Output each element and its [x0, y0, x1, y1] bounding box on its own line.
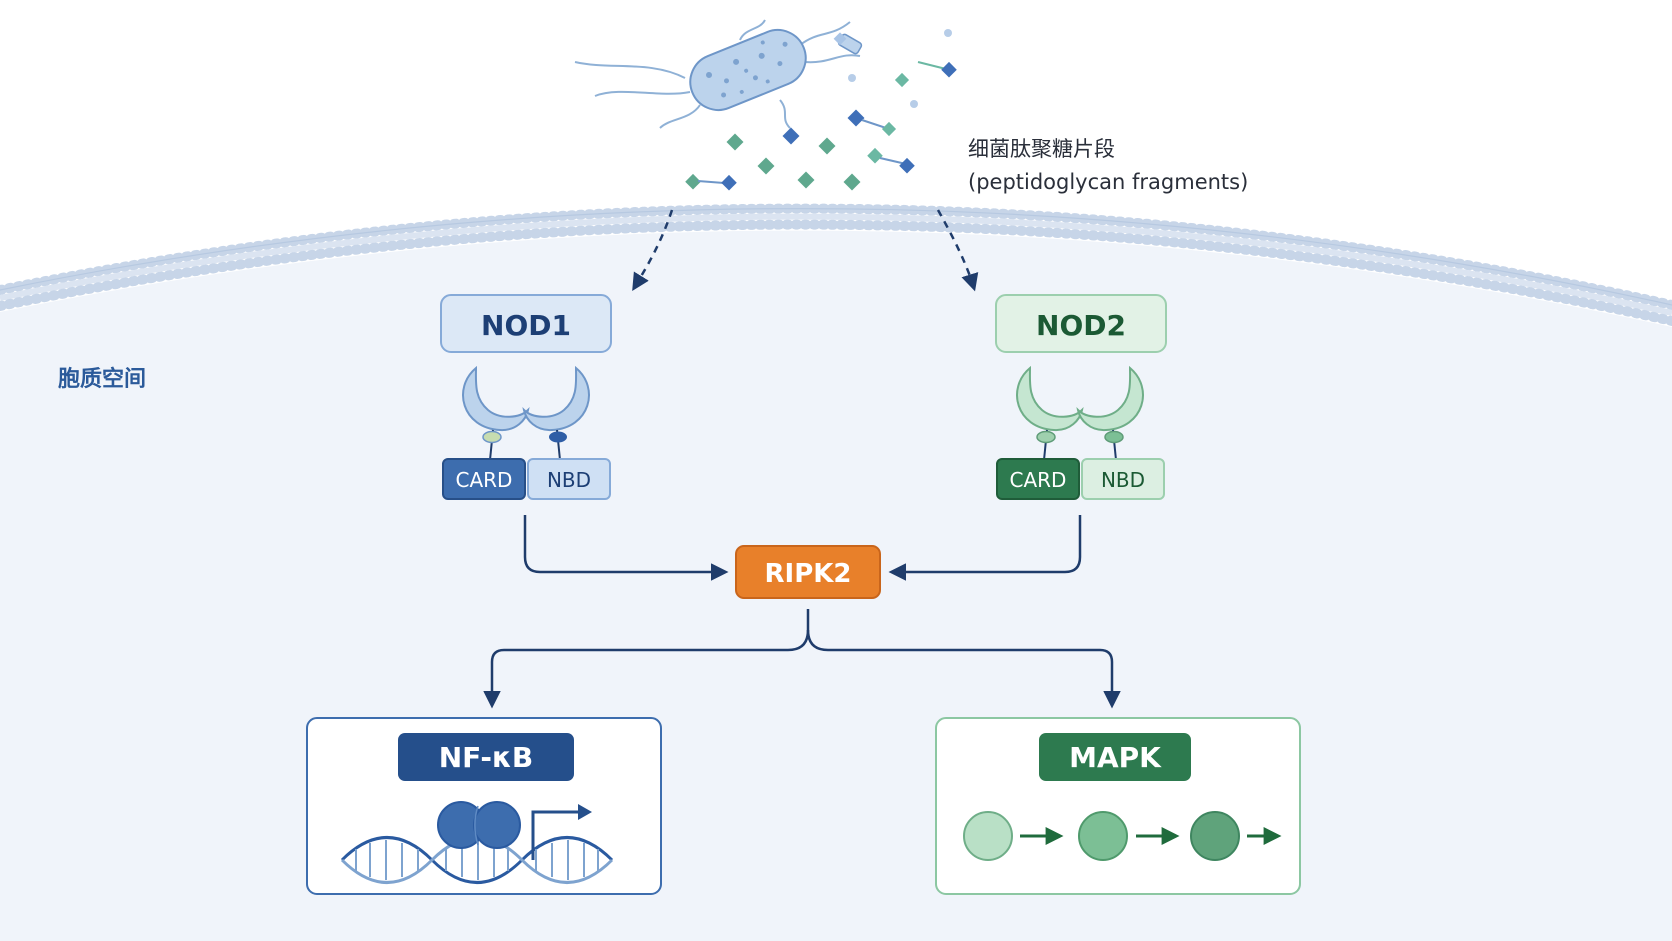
- nod2-to-ripk2-arrow: [888, 515, 1082, 581]
- bacterium-icon: [574, 19, 861, 129]
- nfkb-title: NF-κB: [439, 741, 534, 774]
- nod2-nbd-box: [1081, 458, 1165, 500]
- ripk2-branch-arrows: [483, 609, 810, 709]
- mapk-panel: MAPK: [935, 717, 1301, 895]
- nfkb-dimer-icon: [437, 801, 521, 849]
- nod2-nbd-label: NBD: [1101, 468, 1145, 492]
- nod1-lrr-domain-icon: [462, 365, 590, 461]
- transcription-arrow-icon: [531, 810, 580, 860]
- kinase-circle-icon: [963, 811, 1013, 861]
- fragments-label-en: (peptidoglycan fragments): [968, 170, 1248, 194]
- kinase-circle-icon: [1190, 811, 1240, 861]
- nod1-nbd-box: [527, 458, 611, 500]
- nfkb-title-box: [398, 733, 574, 781]
- nfkb-panel: NF-κB: [306, 717, 662, 895]
- entry-arrow-nod2: [936, 209, 979, 292]
- nod1-card-label: CARD: [456, 468, 513, 492]
- entry-arrow-nod1: [632, 209, 674, 291]
- nod2-title-box: [995, 294, 1167, 353]
- nod2-card-label: CARD: [1010, 468, 1067, 492]
- ripk2-box: [735, 545, 881, 599]
- kinase-circle-icon: [1078, 811, 1128, 861]
- nod1-title: NOD1: [481, 309, 571, 342]
- cell-membrane: [0, 203, 1672, 326]
- nod2-card-box: [996, 458, 1080, 500]
- mapk-title: MAPK: [1069, 741, 1162, 774]
- ripk2-label: RIPK2: [765, 559, 852, 589]
- fragments-label-zh: 细菌肽聚糖片段: [968, 137, 1115, 161]
- nod1-card-box: [442, 458, 526, 500]
- nod1-to-ripk2-arrow: [523, 515, 729, 581]
- nod1-receptor: NOD1 CARD NBD: [440, 294, 612, 500]
- nod1-nbd-label: NBD: [547, 468, 591, 492]
- nod2-receptor: NOD2 CARD NBD: [995, 294, 1167, 500]
- mapk-title-box: [1039, 733, 1191, 781]
- nod2-title: NOD2: [1036, 309, 1126, 342]
- nod2-lrr-domain-icon: [1016, 365, 1144, 461]
- ripk2-to-mapk-arrow: [806, 629, 1121, 709]
- cytoplasm-label: 胞质空间: [58, 366, 146, 392]
- nod1-title-box: [440, 294, 612, 353]
- peptidoglycan-fragments: [685, 29, 957, 191]
